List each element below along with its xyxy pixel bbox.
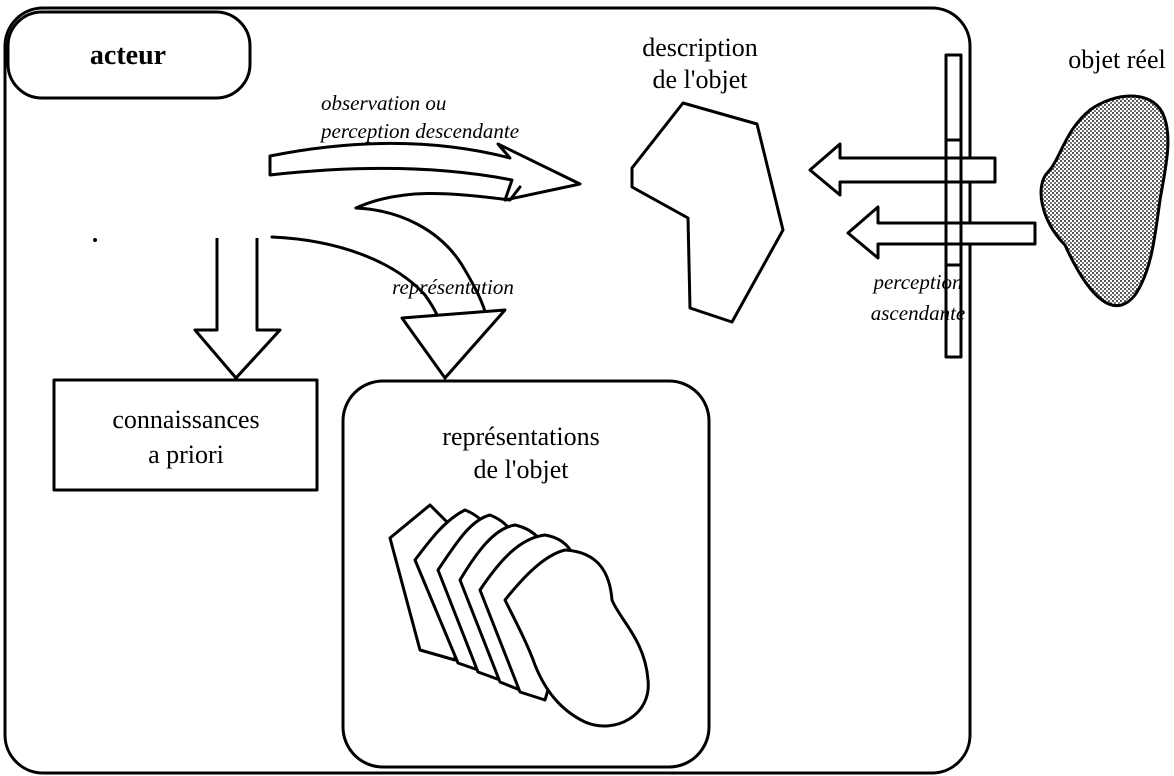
bottom-up-arrow-bottom [846, 205, 1037, 260]
representation-arrow-upper [354, 185, 522, 210]
observation-line2: perception descendante [319, 119, 519, 143]
representation-arrow-body [354, 206, 490, 327]
representations-line2: de l'objet [474, 455, 570, 484]
representation-arrow-head [400, 308, 507, 380]
representations-line1: représentations [442, 422, 599, 451]
actor-tag [6, 10, 252, 100]
bottom-up-line2: ascendante [871, 301, 965, 325]
representation-flow-label: représentation [392, 275, 514, 299]
object-description-line1: description [642, 33, 758, 62]
representation-stack-icon [388, 503, 650, 728]
prior-knowledge-line2: a priori [148, 440, 224, 469]
object-description-shape [630, 101, 785, 324]
observation-arrow [268, 142, 582, 202]
actor-label: acteur [90, 40, 166, 71]
object-description-line2: de l'objet [653, 65, 749, 94]
bottom-up-line1: perception [871, 270, 962, 294]
real-object-blob [1039, 94, 1170, 307]
bottom-up-arrow-top [808, 142, 997, 197]
prior-knowledge-box [52, 378, 319, 492]
real-object-label: objet réel [1068, 45, 1165, 74]
prior-knowledge-line1: connaissances [112, 405, 259, 434]
stray-dot [93, 238, 97, 242]
observation-line1: observation ou [321, 91, 446, 115]
